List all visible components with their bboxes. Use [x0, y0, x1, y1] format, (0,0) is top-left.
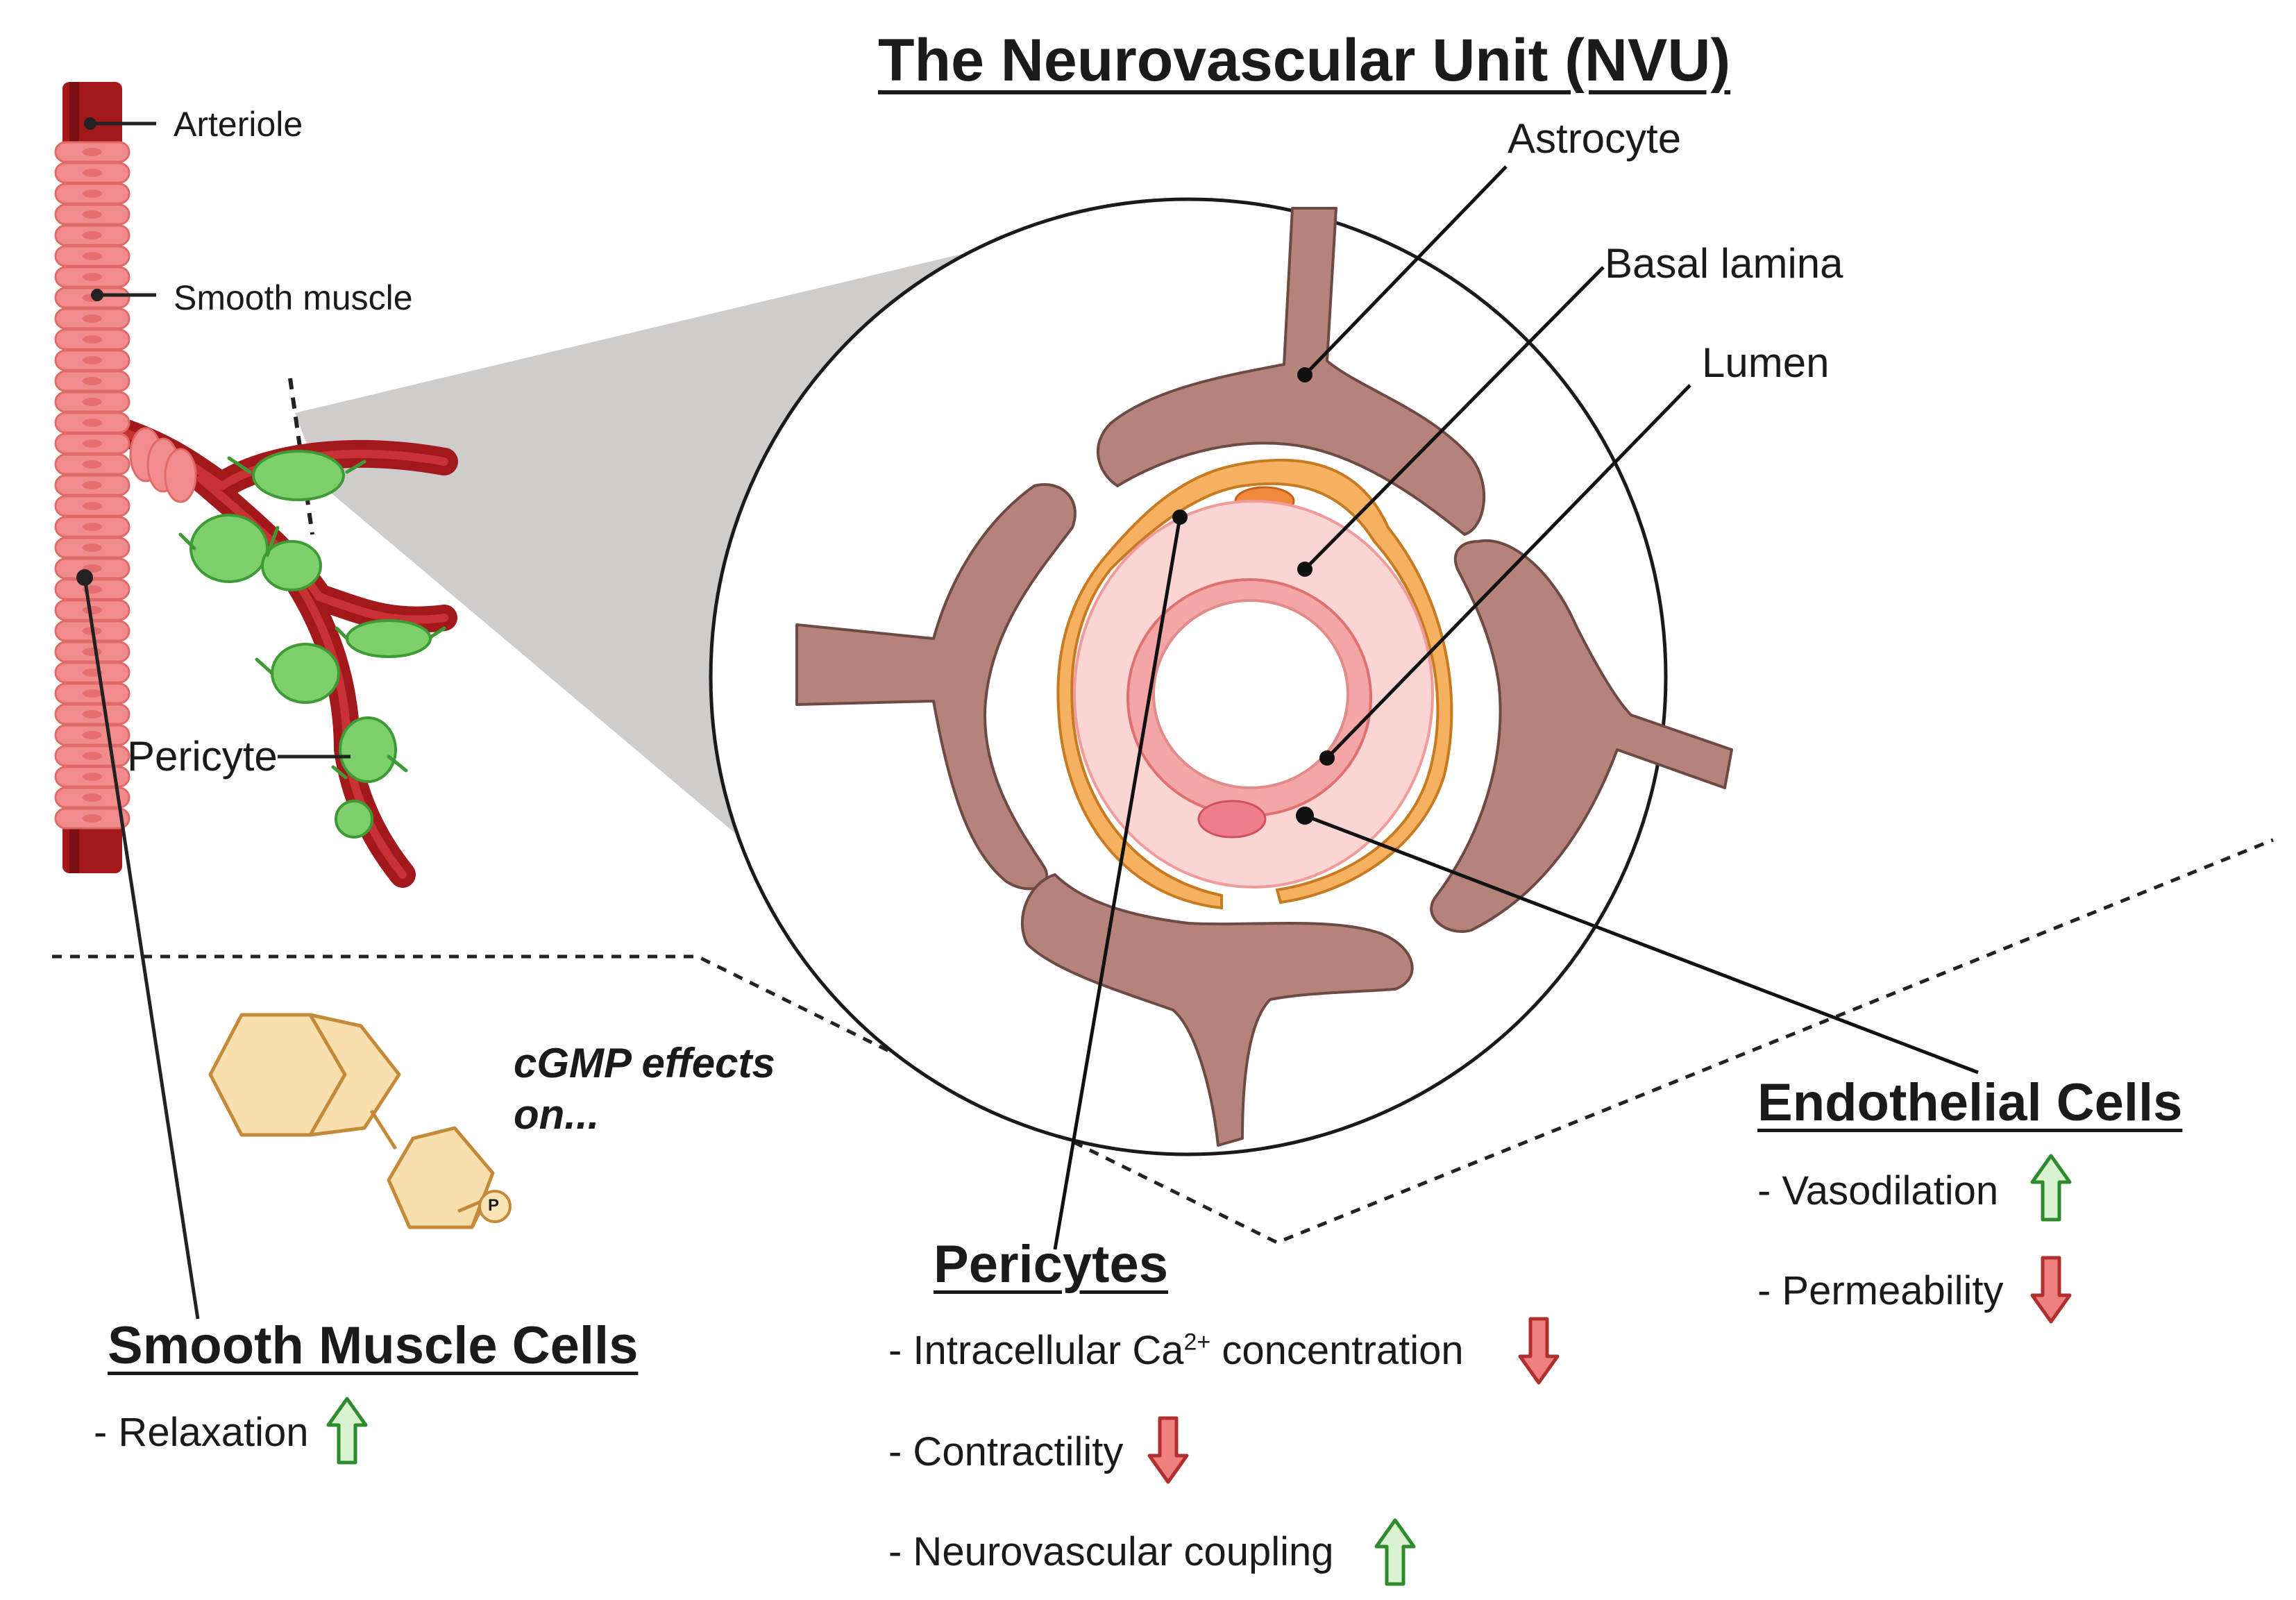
smooth-muscle-cells-heading: Smooth Muscle Cells [108, 1316, 639, 1375]
left-leader-lines [83, 121, 351, 1320]
label-smooth-muscle: Smooth muscle [174, 278, 413, 317]
smooth-muscle-nucleus [83, 169, 102, 177]
endothelial-nucleus [1197, 800, 1267, 839]
label-lumen: Lumen [1702, 339, 1830, 386]
smooth-muscle-nucleus [83, 752, 102, 760]
smooth-muscle-nucleus [83, 606, 102, 614]
smooth-muscle-nucleus [83, 731, 102, 739]
smooth-muscle-nucleus [83, 689, 102, 698]
pericyte-cell-ring [1056, 458, 1453, 910]
capillary-pericytes [189, 450, 432, 839]
permeability-down-arrow-icon [2030, 1256, 2072, 1324]
smooth-muscle-nucleus [83, 544, 102, 552]
pericytes-item-neurovascular-coupling: - Neurovascular coupling [888, 1529, 1334, 1574]
pericytes-item-calcium: - Intracellular Ca2+ concentration [888, 1327, 1464, 1374]
smooth-muscle-nucleus [83, 814, 102, 823]
pericytes-heading: Pericytes [934, 1235, 1169, 1294]
smooth-muscle-nucleus [83, 460, 102, 469]
endothelial-cells-heading: Endothelial Cells [1757, 1073, 2183, 1132]
label-astrocyte: Astrocyte [1508, 115, 1682, 162]
smooth-muscle-nucleus [83, 231, 102, 239]
smooth-muscle-nucleus [83, 377, 102, 385]
smooth-muscle-nucleus [83, 481, 102, 489]
label-basal-lamina: Basal lamina [1605, 240, 1843, 287]
endothelial-item-vasodilation: - Vasodilation [1757, 1168, 1999, 1213]
diagram-title: The Neurovascular Unit (NVU) [878, 27, 1731, 94]
smooth-muscle-nucleus [83, 398, 102, 406]
smooth-muscle-layer [54, 141, 197, 830]
cgmp-caption-line2: on... [514, 1091, 600, 1138]
pericytes-item-calcium-text: - Intracellular Ca [888, 1328, 1184, 1373]
lumen [1152, 599, 1349, 789]
smooth-muscle-nucleus [83, 419, 102, 427]
smooth-muscle-dot [91, 289, 103, 301]
endothelial-item-permeability: - Permeability [1757, 1268, 2004, 1313]
cgmp-molecule-icon [208, 1013, 495, 1229]
pericyte-processes [178, 456, 446, 780]
smooth-muscle-nucleus [83, 210, 102, 219]
arteriole-dot [84, 117, 96, 130]
smooth-muscle-nucleus [83, 502, 102, 510]
phosphate-icon [478, 1190, 512, 1223]
vasodilation-up-arrow-icon [2030, 1154, 2072, 1222]
smooth-muscle-nucleus [83, 335, 102, 344]
cgmp-caption: cGMP effects on... [514, 1038, 775, 1140]
smooth-muscle-nucleus [83, 314, 102, 323]
phosphate-label: P [488, 1196, 500, 1215]
relaxation-up-arrow-icon [326, 1397, 368, 1465]
smooth-muscle-nucleus [83, 273, 102, 281]
label-pericyte: Pericyte [127, 733, 278, 780]
smooth-muscle-nucleus [83, 439, 102, 448]
pericytes-item-calcium-suffix: concentration [1210, 1328, 1464, 1373]
calcium-down-arrow-icon [1518, 1317, 1560, 1385]
nvu-leader-lines [1053, 165, 1979, 1250]
label-arteriole: Arteriole [174, 105, 303, 144]
coupling-up-arrow-icon [1374, 1518, 1416, 1586]
smooth-muscle-nucleus [83, 648, 102, 656]
calcium-superscript: 2+ [1183, 1329, 1211, 1356]
divider-dashed-line [52, 838, 2274, 1245]
smooth-muscle-nucleus [83, 773, 102, 781]
smooth-muscle-cell-dot [76, 569, 93, 586]
smooth-muscle-nucleus [83, 523, 102, 531]
smooth-muscle-nucleus [83, 148, 102, 156]
smooth-muscle-nucleus [83, 356, 102, 364]
astrocyte-endfeet [795, 207, 1733, 1147]
smooth-muscle-item-relaxation: - Relaxation [94, 1410, 309, 1455]
smooth-muscle-nucleus [83, 252, 102, 260]
smooth-muscle-nucleus [83, 793, 102, 802]
nvu-leader-dots [1172, 367, 1335, 825]
contractility-down-arrow-icon [1147, 1416, 1189, 1484]
smooth-muscle-nucleus [83, 190, 102, 198]
branch-smooth-muscle [164, 448, 197, 503]
pericytes-item-contractility: - Contractility [888, 1429, 1124, 1474]
cgmp-caption-line1: cGMP effects [514, 1040, 775, 1086]
smooth-muscle-nucleus [83, 710, 102, 718]
